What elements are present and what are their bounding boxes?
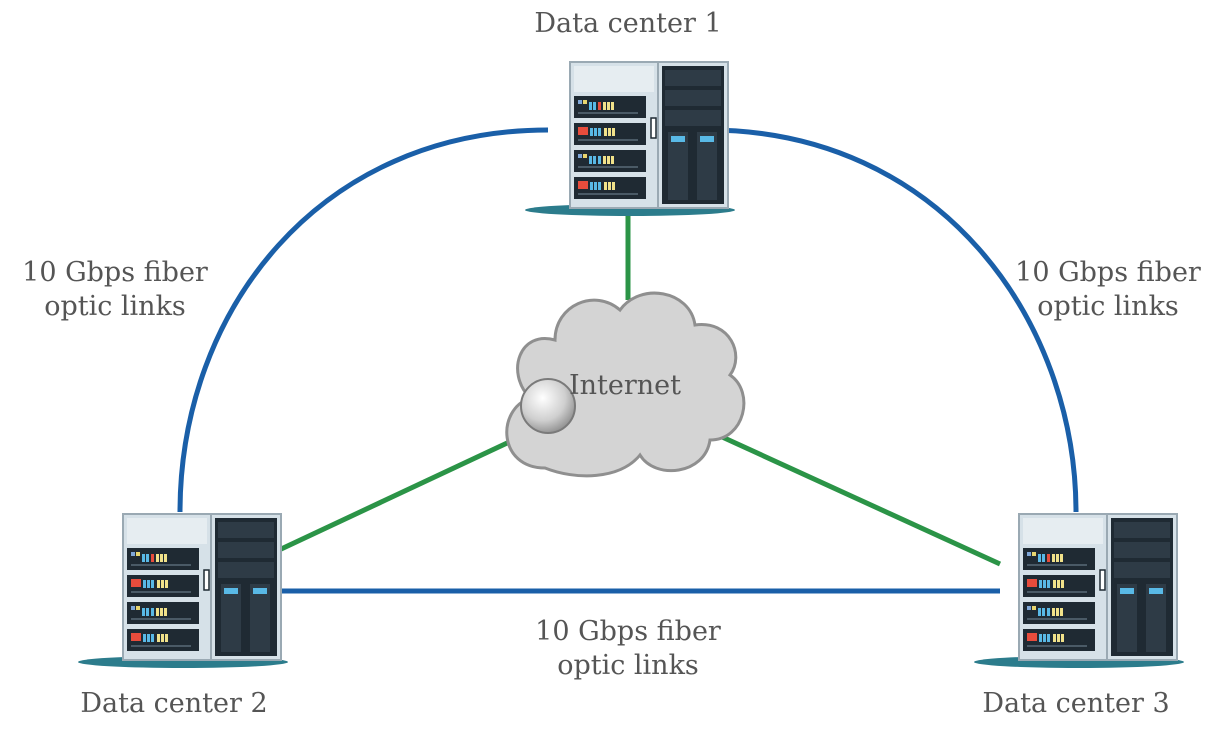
fiber-link-dc1-dc3 (707, 127, 1079, 513)
internet-label: Internet (568, 370, 681, 401)
fiber-link-dc1-dc2 (177, 127, 549, 513)
dc3-label: Data center 3 (982, 688, 1170, 719)
link-dc3-internet (718, 433, 1002, 567)
server-rack-dc1-icon (523, 60, 737, 218)
right-link-label-line2: optic links (1037, 291, 1179, 322)
server-rack-dc3-icon (972, 512, 1186, 670)
globe-icon (520, 378, 576, 434)
right-link-label-line1: 10 Gbps fiber (1015, 257, 1201, 288)
bottom-link-label-line1: 10 Gbps fiber (535, 616, 721, 647)
server-rack-dc2-icon (76, 512, 290, 670)
link-dc2-internet (260, 433, 524, 561)
internet-cloud-icon (505, 291, 746, 478)
dc1-label: Data center 1 (534, 8, 722, 39)
bottom-link-label-line2: optic links (557, 650, 699, 681)
left-link-label-line1: 10 Gbps fiber (22, 257, 208, 288)
dc2-label: Data center 2 (80, 688, 268, 719)
left-link-label-line2: optic links (44, 291, 186, 322)
